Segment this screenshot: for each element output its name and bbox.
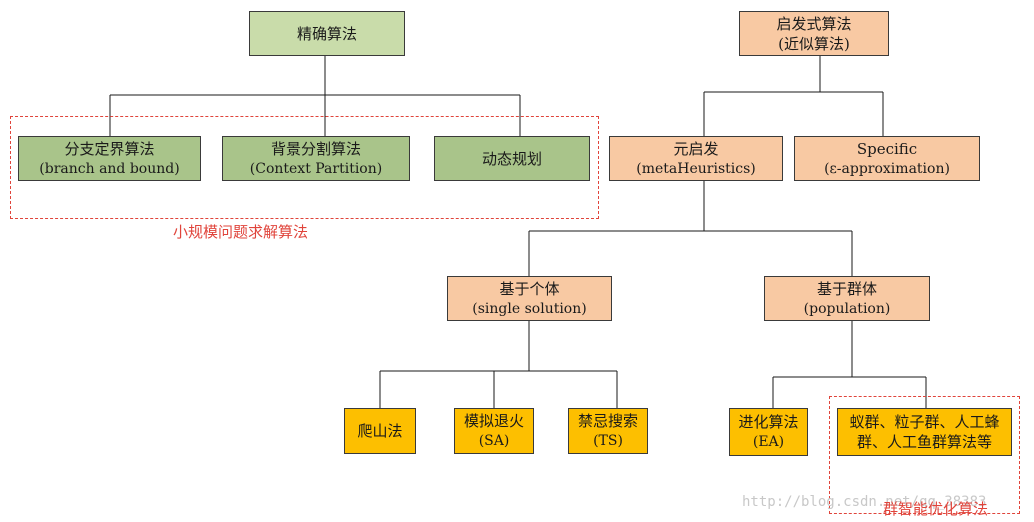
- node-subtitle: (metaHeuristics): [636, 160, 756, 177]
- swarm-group-frame: [829, 396, 1020, 514]
- node-title: 模拟退火: [463, 412, 524, 430]
- metaheuristics-node: 元启发 (metaHeuristics): [609, 136, 783, 181]
- single-solution-node: 基于个体 (single solution): [447, 276, 612, 321]
- dynamic-programming-node: 动态规划: [434, 136, 590, 181]
- node-subtitle: 群、人工鱼群算法等: [856, 433, 992, 451]
- node-subtitle: (Context Partition): [249, 160, 383, 177]
- node-title: Specific: [856, 139, 918, 158]
- tabu-search-node: 禁忌搜索 (TS): [568, 408, 648, 454]
- node-title: 启发式算法: [776, 14, 852, 33]
- branch-and-bound-node: 分支定界算法 (branch and bound): [18, 136, 201, 181]
- node-title: 精确算法: [296, 24, 357, 43]
- node-subtitle: (single solution): [472, 300, 587, 317]
- watermark-text: http://blog.csdn.net/qq_38383: [742, 494, 987, 510]
- node-title: 禁忌搜索: [577, 412, 638, 430]
- small-scale-group-frame: [10, 116, 599, 219]
- population-node: 基于群体 (population): [764, 276, 930, 321]
- node-subtitle: (SA): [478, 433, 510, 449]
- node-title: 基于群体: [816, 279, 877, 298]
- hill-climbing-node: 爬山法: [344, 408, 416, 454]
- node-subtitle: (population): [803, 300, 891, 317]
- node-subtitle: (ε-approximation): [824, 160, 950, 177]
- node-subtitle: (EA): [752, 434, 785, 450]
- node-subtitle: (TS): [593, 433, 623, 449]
- small-scale-group-label: 小规模问题求解算法: [173, 223, 309, 241]
- node-title: 背景分割算法: [270, 139, 361, 158]
- context-partition-node: 背景分割算法 (Context Partition): [222, 136, 410, 181]
- node-subtitle: (branch and bound): [39, 160, 180, 177]
- swarm-group-label: 群智能优化算法: [883, 500, 989, 518]
- node-title: 进化算法: [738, 413, 799, 431]
- node-title: 元启发: [673, 139, 719, 158]
- node-title: 分支定界算法: [64, 139, 155, 158]
- node-title: 基于个体: [499, 279, 560, 298]
- specific-approximation-node: Specific (ε-approximation): [794, 136, 980, 181]
- swarm-intelligence-node: 蚁群、粒子群、人工蜂 群、人工鱼群算法等: [837, 408, 1012, 456]
- exact-algorithm-node: 精确算法: [249, 11, 405, 56]
- evolutionary-algorithm-node: 进化算法 (EA): [729, 408, 808, 456]
- node-subtitle: (近似算法): [778, 34, 850, 53]
- simulated-annealing-node: 模拟退火 (SA): [454, 408, 534, 454]
- node-title: 爬山法: [357, 422, 403, 440]
- node-title: 动态规划: [481, 149, 542, 168]
- node-title: 蚁群、粒子群、人工蜂: [849, 413, 1000, 431]
- heuristic-algorithm-node: 启发式算法 (近似算法): [739, 11, 889, 56]
